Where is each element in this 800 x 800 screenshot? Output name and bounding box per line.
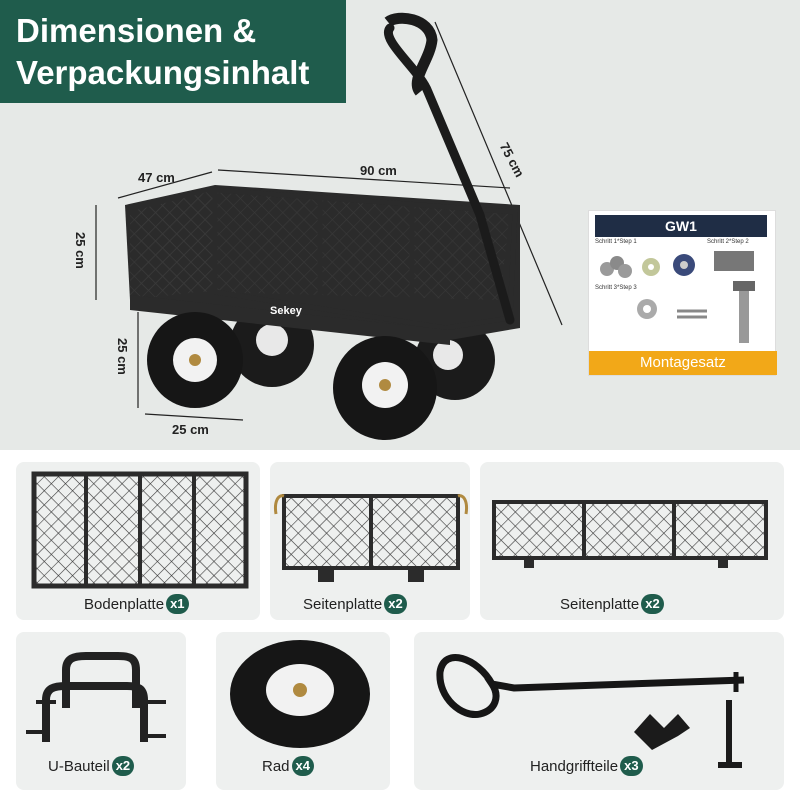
kit-step-2: Schritt 2*Step 2 — [707, 239, 749, 245]
part-qty-badge: x4 — [291, 756, 314, 776]
kit-step-1: Schritt 1*Step 1 — [595, 239, 637, 245]
part-name: Seitenplatte — [560, 595, 640, 613]
part-name: Seitenplatte — [303, 595, 383, 613]
kit-step-3: Schritt 3*Step 3 — [595, 285, 637, 291]
title-banner: Dimensionen & Verpackungsinhalt — [0, 0, 346, 103]
length-dimension: 90 cm — [360, 163, 397, 178]
u-piece-image — [26, 652, 166, 742]
title-line-2: Verpackungsinhalt — [16, 54, 310, 91]
assembly-kit-card: GW1 Schritt 1*Step 1 Schritt 2*Step 2 Sc… — [588, 210, 777, 376]
part-qty-badge: x1 — [166, 594, 189, 614]
handle-parts-image — [436, 654, 745, 768]
kit-label: Montagesatz — [589, 351, 777, 375]
floor-plate-image — [31, 471, 249, 589]
depth-dimension: 47 cm — [138, 170, 175, 185]
part-name: Bodenplatte — [84, 595, 165, 613]
part-qty-badge: x2 — [384, 594, 407, 614]
part-qty-badge: x3 — [620, 756, 643, 776]
title-line-1: Dimensionen & — [16, 12, 257, 49]
kit-hardware-icons — [600, 251, 755, 343]
wheel-width-dimension: 25 cm — [172, 422, 209, 437]
part-name: U-Bauteil — [48, 757, 110, 775]
part-name: Rad — [262, 757, 290, 775]
body-height-dimension: 25 cm — [73, 232, 88, 269]
part-qty-badge: x2 — [111, 756, 135, 776]
side-plate-short-image — [274, 494, 468, 582]
side-plate-long-image — [492, 500, 768, 568]
wheel-image — [230, 640, 370, 748]
wagon-illustration — [95, 12, 563, 440]
kit-code: GW1 — [595, 215, 767, 237]
wheel-height-dimension: 25 cm — [115, 338, 130, 375]
part-name: Handgriffteile — [530, 757, 619, 775]
brand-logo: Sekey — [270, 305, 302, 317]
part-qty-badge: x2 — [641, 594, 664, 614]
